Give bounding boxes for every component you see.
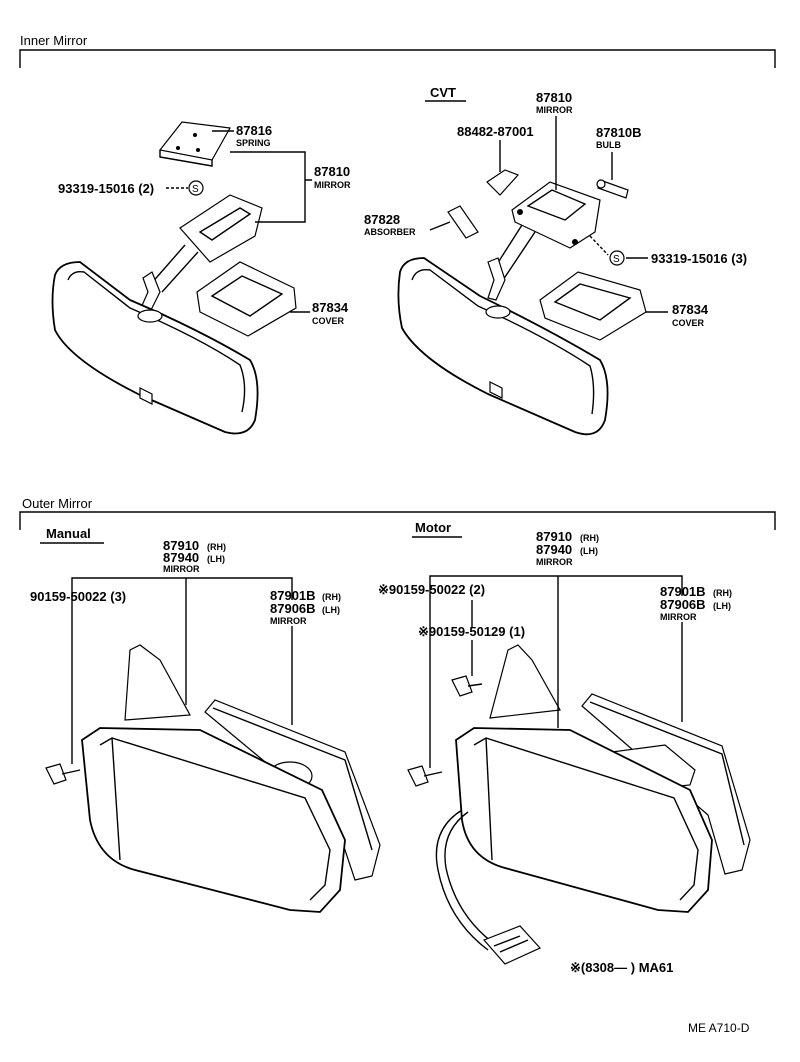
screw-s-icon	[188, 180, 204, 196]
outer-mirror-manual-drawing	[45, 644, 381, 913]
motor-screw-2-icon	[451, 675, 473, 697]
manual-glass-mirror-label: MIRROR	[270, 616, 307, 626]
svg-text:S: S	[192, 184, 199, 195]
motor-screw-1-icon	[407, 765, 429, 787]
manual-screw-icon	[45, 763, 67, 785]
manual-87940-label: 87940	[163, 550, 199, 565]
manual-87906B-label: 87906B	[270, 601, 316, 616]
cvt-mirror-body-shape	[397, 257, 609, 436]
part-87816-label: 87816	[236, 123, 272, 138]
inner-mirror-heading: Inner Mirror	[20, 33, 88, 48]
pad-shape	[486, 169, 520, 196]
manual-87910-label: 87910	[163, 538, 199, 553]
inner-section-bracket	[19, 49, 776, 68]
outer-mirror-heading: Outer Mirror	[22, 496, 93, 511]
manual-glass-rh-label: (RH)	[322, 592, 341, 602]
outer-section-bracket	[19, 511, 776, 530]
motor-lh-label: (LH)	[580, 546, 598, 556]
connector-shape	[482, 925, 541, 965]
motor-87901B-label: 87901B	[660, 584, 706, 599]
outer-mirror-motor-drawing	[407, 644, 751, 965]
inner-mirror-body-shape	[51, 261, 259, 435]
manual-87901B-label: 87901B	[270, 588, 316, 603]
manual-heading: Manual	[46, 526, 91, 541]
cover-cvt-label: COVER	[672, 318, 705, 328]
screw-93319-left-label: 93319-15016 (2)	[58, 181, 154, 196]
mirror-left-label: MIRROR	[314, 180, 351, 190]
cover-left-label: COVER	[312, 316, 345, 326]
part-87834-left-label: 87834	[312, 300, 349, 315]
motor-heading: Motor	[415, 520, 451, 535]
part-87834-cvt-label: 87834	[672, 302, 709, 317]
part-87810-cvt-label: 87810	[536, 90, 572, 105]
lamp-mount-shape	[511, 181, 601, 249]
inner-mirror-left-drawing: S	[51, 121, 297, 435]
spring-label: SPRING	[236, 138, 271, 148]
screw-93319-cvt-label: 93319-15016 (3)	[651, 251, 747, 266]
spring-plate-shape	[158, 121, 231, 161]
manual-arm-shape	[124, 644, 191, 721]
manual-screw-label: 90159-50022 (3)	[30, 589, 126, 604]
motor-screw-2-label: ※90159-50129 (1)	[418, 624, 525, 639]
manual-glass-lh-label: (LH)	[322, 605, 340, 615]
svg-text:S: S	[613, 254, 620, 265]
screw-s-cvt-icon	[609, 250, 625, 266]
cvt-heading: CVT	[430, 85, 456, 100]
motor-arm-shape	[489, 644, 561, 719]
motor-glass-mirror-label: MIRROR	[660, 612, 697, 622]
motor-glass-rh-label: (RH)	[713, 588, 732, 598]
part-88482-label: 88482-87001	[457, 124, 534, 139]
part-87828-label: 87828	[364, 212, 400, 227]
absorber-shape	[447, 205, 479, 239]
diagram-code: ME A710-D	[688, 1021, 750, 1035]
motor-glass-lh-label: (LH)	[713, 601, 731, 611]
motor-87910-label: 87910	[536, 529, 572, 544]
part-87810B-label: 87810B	[596, 125, 642, 140]
model-note: ※(8308— ) MA61	[570, 960, 673, 975]
inner-mirror-cvt-drawing: S	[397, 169, 647, 436]
cover-shape	[196, 261, 297, 337]
motor-mirror-label: MIRROR	[536, 557, 573, 567]
mirror-cvt-label: MIRROR	[536, 105, 573, 115]
part-87810-left-label: 87810	[314, 164, 350, 179]
mount-bracket-shape	[179, 194, 263, 263]
motor-glass-shape	[581, 693, 751, 875]
absorber-label: ABSORBER	[364, 227, 416, 237]
motor-screw-1-label: ※90159-50022 (2)	[378, 582, 485, 597]
motor-87940-label: 87940	[536, 542, 572, 557]
motor-87906B-label: 87906B	[660, 597, 706, 612]
cvt-cover-shape	[539, 271, 647, 341]
manual-rh-label: (RH)	[207, 542, 226, 552]
manual-mirror-label: MIRROR	[163, 564, 200, 574]
manual-lh-label: (LH)	[207, 554, 225, 564]
motor-housing-shape	[455, 727, 713, 913]
motor-rh-label: (RH)	[580, 533, 599, 543]
manual-housing-shape	[81, 727, 346, 913]
bulb-label: BULB	[596, 140, 621, 150]
